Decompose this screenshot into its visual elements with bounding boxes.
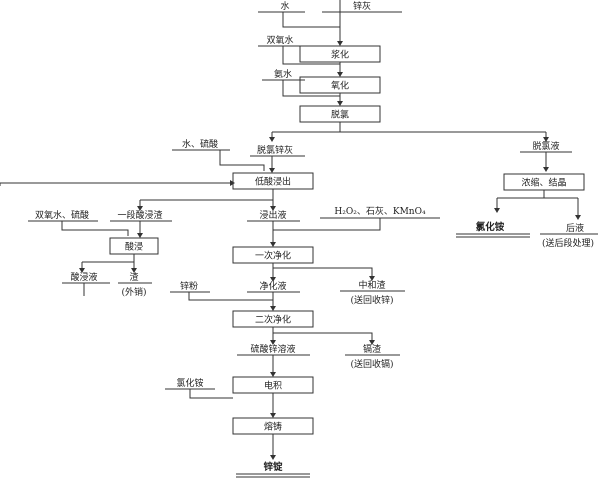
low-acid-leach-label: 低酸浸出 — [255, 176, 291, 188]
cadmium-residue-label: 镉渣 — [363, 343, 381, 355]
ammonium-chloride-input-label: 氯化铵 — [176, 377, 203, 389]
reagents-to-first-purif — [273, 218, 381, 231]
neutralization-residue-label: 中和渣 — [358, 279, 385, 291]
arrow — [575, 215, 581, 220]
arrow — [369, 340, 375, 345]
oxidation-label: 氧化 — [331, 80, 349, 92]
water-input-label: 水 — [280, 0, 289, 12]
arrow — [270, 372, 276, 377]
first-purification-label: 一次净化 — [255, 250, 291, 262]
arrow — [337, 41, 343, 46]
leach-solution-label: 浸出液 — [259, 209, 286, 221]
first-purification-box: 一次净化 — [232, 246, 314, 264]
purification-reagents-label: H₂O₂、石灰、KMnO₄ — [334, 205, 426, 217]
second-purification-box: 二次净化 — [232, 310, 314, 328]
ammonia-to-dechlor-line — [282, 80, 340, 97]
arrow — [230, 180, 235, 186]
arrow — [79, 268, 85, 273]
arrow — [494, 208, 500, 213]
arrow — [270, 206, 276, 211]
arrow — [543, 137, 549, 142]
ammonium-chloride-to-electrowin — [189, 389, 233, 399]
slurrying-label: 浆化 — [331, 49, 349, 61]
peroxide-input-label: 双氧水 — [266, 34, 293, 46]
arrow — [270, 413, 276, 418]
casting-box: 熔铸 — [232, 417, 314, 435]
arrow — [369, 276, 375, 281]
second-purif-to-cadmium — [273, 332, 373, 343]
arrow — [270, 277, 276, 282]
zinc-sulfate-label: 硫酸锌溶液 — [250, 343, 295, 355]
dechlor-zinc-ash-label: 脱氯锌灰 — [257, 144, 293, 156]
arrow — [270, 455, 276, 460]
electrowinning-label: 电积 — [264, 380, 282, 392]
mother-liquor-note: (送后段处理) — [542, 237, 594, 249]
arrow — [337, 101, 343, 106]
water-acid-input-label: 水、硫酸 — [182, 138, 218, 150]
first-residue-label: 一段酸浸渣 — [117, 209, 162, 221]
peroxide-to-oxidation-line — [282, 46, 340, 65]
arrow — [137, 233, 143, 238]
cadmium-residue-note: (送回收镉) — [350, 358, 393, 370]
electrowinning-box: 电积 — [232, 376, 314, 394]
acid-leach-box: 酸浸 — [109, 237, 159, 255]
recycle-loop-line — [0, 182, 233, 186]
peroxide-sulfuric-label: 双氧水、硫酸 — [35, 209, 89, 221]
arrow — [337, 72, 343, 77]
dechlor-liquor-label: 脱氯液 — [532, 140, 559, 152]
zinc-powder-to-second — [188, 292, 273, 301]
arrow — [270, 340, 276, 345]
zinc-ingot-label: 锌锭 — [263, 461, 283, 473]
zinc-powder-label: 锌粉 — [180, 280, 198, 292]
slurrying-box: 浆化 — [299, 45, 381, 63]
second-purification-label: 二次净化 — [255, 314, 291, 326]
arrow — [270, 242, 276, 247]
dechlorination-box: 脱氯 — [299, 105, 381, 123]
residue-label: 渣 — [129, 271, 138, 283]
arrow — [131, 268, 137, 273]
arrow — [543, 167, 549, 172]
ammonia-input-label: 氨水 — [274, 68, 292, 80]
arrow — [270, 306, 276, 311]
neutralization-residue-note: (送回收锌) — [350, 294, 393, 306]
concentrate-crystallize-label: 浓缩、结晶 — [521, 177, 566, 189]
water-to-slurry-line — [282, 12, 340, 28]
casting-label: 熔铸 — [264, 421, 282, 433]
oxidation-box: 氧化 — [299, 76, 381, 94]
peroxide-sulfuric-to-acid-leach — [61, 221, 129, 236]
residue-note: (外销) — [121, 286, 146, 298]
acid-leach-liquor-label: 酸浸液 — [70, 271, 97, 283]
acid-leach-label: 酸浸 — [125, 242, 143, 253]
ammonium-chloride-product-label: 氯化铵 — [476, 221, 505, 233]
arrow — [269, 137, 275, 142]
arrow — [137, 206, 143, 211]
low-acid-leach-box: 低酸浸出 — [232, 172, 314, 190]
zinc-ash-input-label: 锌灰 — [353, 0, 371, 12]
mother-liquor-label: 后液 — [566, 222, 584, 234]
water-acid-to-leach — [219, 150, 265, 171]
dechlorination-label: 脱氯 — [331, 109, 349, 121]
arrow — [269, 168, 275, 173]
first-purif-to-neutral — [273, 267, 373, 279]
concentrate-crystallize-box: 浓缩、结晶 — [503, 173, 585, 191]
purified-solution-label: 净化液 — [259, 280, 286, 292]
